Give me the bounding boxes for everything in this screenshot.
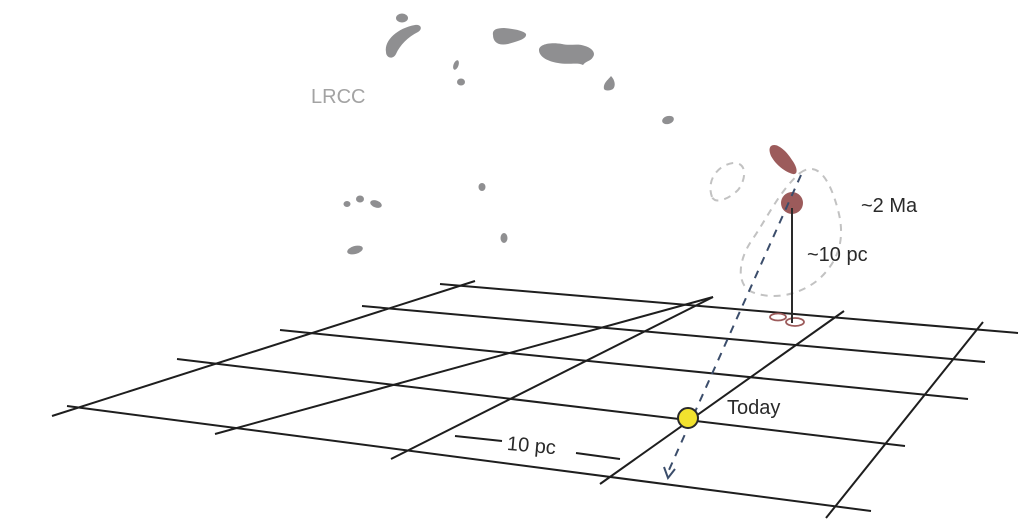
grid-col-1 xyxy=(51,280,476,417)
scale-bar-right xyxy=(575,452,621,460)
cloud-blob xyxy=(343,201,351,207)
scale-bar-left xyxy=(454,435,503,442)
today-label: Today xyxy=(727,397,781,419)
grid-col-3 xyxy=(390,296,714,460)
cloud-blob xyxy=(457,78,465,86)
cloud-blob xyxy=(370,200,382,208)
footprint-ring-right xyxy=(785,317,805,327)
scale-bar xyxy=(454,435,621,460)
cloud-blob xyxy=(539,43,595,65)
grid-col-4 xyxy=(599,310,845,485)
cloud-blob xyxy=(385,24,421,58)
scale-bar-label: 10 pc xyxy=(506,433,557,460)
past-cloud-top xyxy=(769,144,797,175)
cloud-blob xyxy=(453,60,459,70)
contour-small xyxy=(709,161,746,202)
past-footprint xyxy=(769,312,805,327)
cloud-blob xyxy=(662,115,674,125)
cloud-blob xyxy=(347,245,363,255)
cloud-blob xyxy=(492,28,527,45)
contour-large xyxy=(739,167,842,297)
time-ago-label: ~2 Ma xyxy=(861,195,918,217)
grid-row-1 xyxy=(439,283,1019,334)
sun-today-marker xyxy=(677,407,699,429)
grid-row-3 xyxy=(279,329,969,400)
height-label: ~10 pc xyxy=(807,244,868,266)
grid-row-4 xyxy=(176,358,906,447)
lrcc-cloud-group xyxy=(343,13,674,255)
footprint-ring-left xyxy=(769,312,787,322)
cloud-blob xyxy=(500,233,508,243)
trajectory-arrowhead xyxy=(663,466,676,481)
cloud-blob xyxy=(603,76,615,91)
grid-row-2 xyxy=(361,305,986,363)
grid-row-5 xyxy=(66,405,872,512)
lrcc-label: LRCC xyxy=(311,86,366,108)
density-contours xyxy=(709,161,842,297)
cloud-blob xyxy=(356,195,364,203)
cloud-blob xyxy=(478,183,486,191)
cloud-blob xyxy=(396,13,408,23)
galactic-plane-grid xyxy=(51,280,1019,519)
trajectory-arrow xyxy=(663,174,802,481)
grid-col-5 xyxy=(825,321,984,519)
grid-col-2 xyxy=(214,296,714,435)
